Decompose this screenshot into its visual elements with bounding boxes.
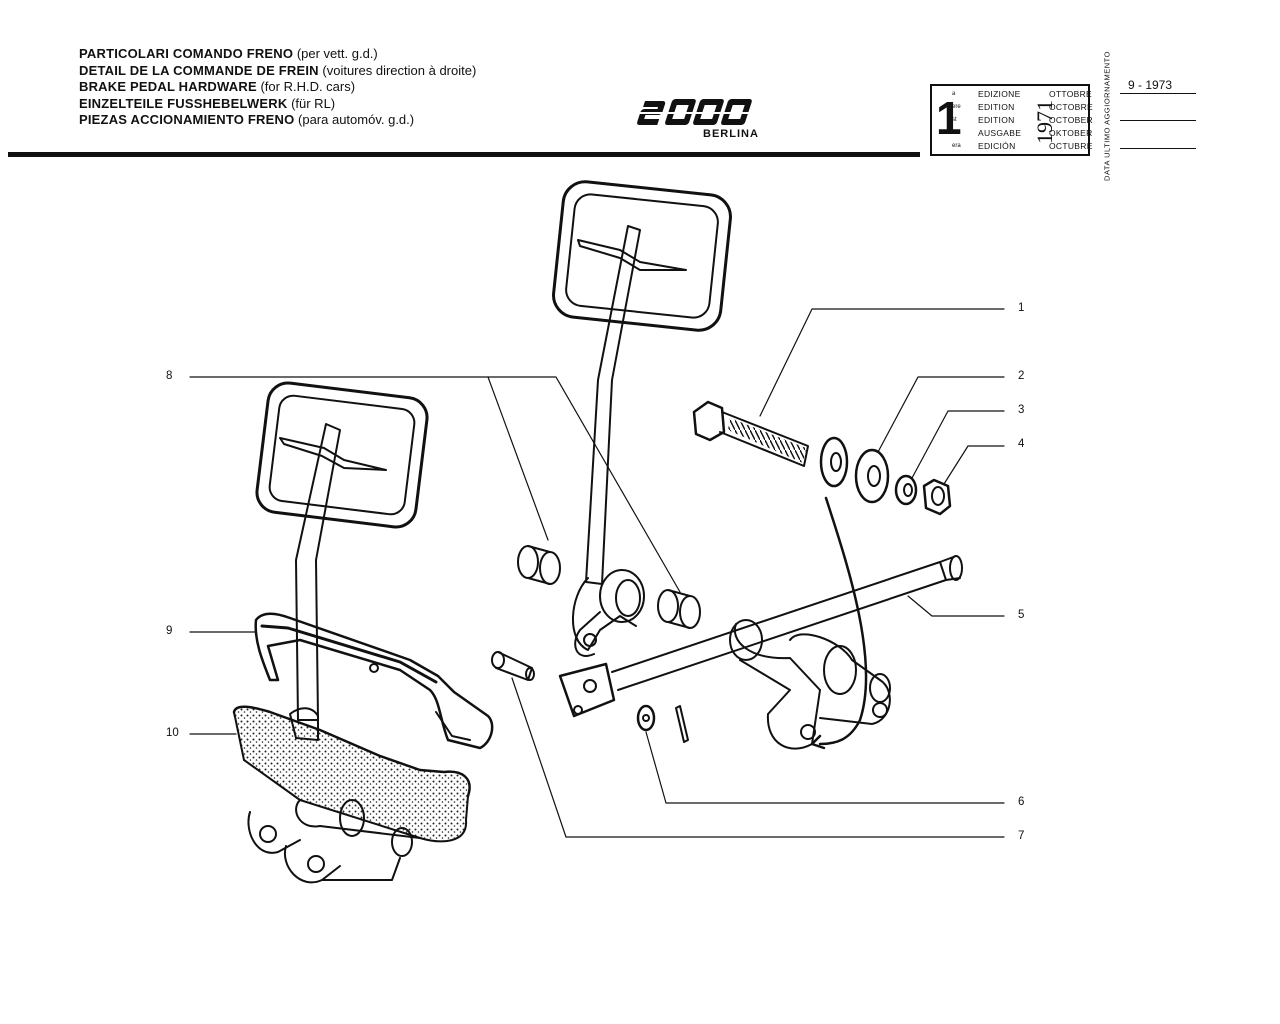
nut-small: [894, 474, 918, 506]
update-date: 9 - 1973: [1128, 78, 1173, 92]
washer-spring: [854, 448, 890, 504]
callout-1: 1: [1018, 302, 1025, 314]
cylinder-bracket: [232, 705, 471, 884]
callout-8: 8: [166, 370, 173, 382]
assembly-arrow: [818, 496, 868, 746]
callout-5: 5: [1018, 609, 1025, 621]
callout-3: 3: [1018, 404, 1025, 416]
washer-flat: [819, 436, 849, 488]
edition-month: OTTOBRE: [1049, 89, 1093, 99]
edition-word: AUSGABE: [978, 128, 1022, 138]
title-line-de: EINZELTEILE FUSSHEBELWERK (für RL): [79, 95, 336, 111]
lower-pedal: [255, 381, 429, 721]
logo-2000: [634, 99, 760, 125]
edition-number: 1: [936, 92, 962, 144]
callout-9: 9: [166, 625, 173, 637]
edition-word: EDIZIONE: [978, 89, 1021, 99]
upper-pedal: [552, 180, 732, 657]
title-line-fr: DETAIL DE LA COMMANDE DE FREIN (voitures…: [79, 62, 477, 78]
update-line: [1120, 93, 1196, 94]
edition-suffix: era: [952, 143, 961, 149]
callout-10: 10: [166, 727, 179, 739]
title-line-en: BRAKE PEDAL HARDWARE (for R.H.D. cars): [79, 79, 356, 94]
lock-washer: [636, 704, 656, 732]
callout-7: 7: [1018, 830, 1025, 842]
callout-4: 4: [1018, 438, 1025, 450]
title-line-it: PARTICOLARI COMANDO FRENO (per vett. g.d…: [79, 46, 378, 61]
pedal-stop-bracket: [254, 612, 494, 750]
edition-month: OKTOBER: [1049, 128, 1093, 138]
update-line: [1120, 148, 1196, 149]
header-rule: [8, 152, 920, 157]
edition-word: EDITION: [978, 102, 1015, 112]
leader-lines: [189, 308, 1005, 838]
callout-6: 6: [1018, 796, 1025, 808]
pivot-bolt: [692, 400, 809, 467]
edition-month: OCTOBRE: [1049, 102, 1093, 112]
edition-box: 1 a ere st . era EDIZIONE EDITION EDITIO…: [930, 84, 1093, 156]
bushing-right: [657, 589, 701, 629]
callout-2: 2: [1018, 370, 1025, 382]
title-line-es: PIEZAS ACCIONAMIENTO FRENO (para automóv…: [79, 112, 415, 127]
title-block: PARTICOLARI COMANDO FRENO (per vett. g.d…: [79, 46, 476, 129]
update-line: [1120, 120, 1196, 121]
edition-word: EDITION: [978, 115, 1015, 125]
edition-suffix: .: [952, 130, 954, 136]
split-pin: [675, 705, 689, 743]
bushing-left: [517, 545, 561, 585]
model-name: BERLINA: [703, 128, 759, 140]
edition-month: OCTUBRE: [1049, 141, 1093, 151]
edition-suffix: st: [952, 117, 957, 123]
edition-suffix: a: [952, 91, 956, 97]
clevis-pin: [491, 651, 535, 681]
edition-word: EDICIÓN: [978, 141, 1016, 151]
pedal-shaft: [558, 555, 963, 718]
nut-lock: [922, 478, 952, 516]
edition-suffix: ere: [952, 104, 961, 110]
edition-month: OCTOBER: [1049, 115, 1093, 125]
